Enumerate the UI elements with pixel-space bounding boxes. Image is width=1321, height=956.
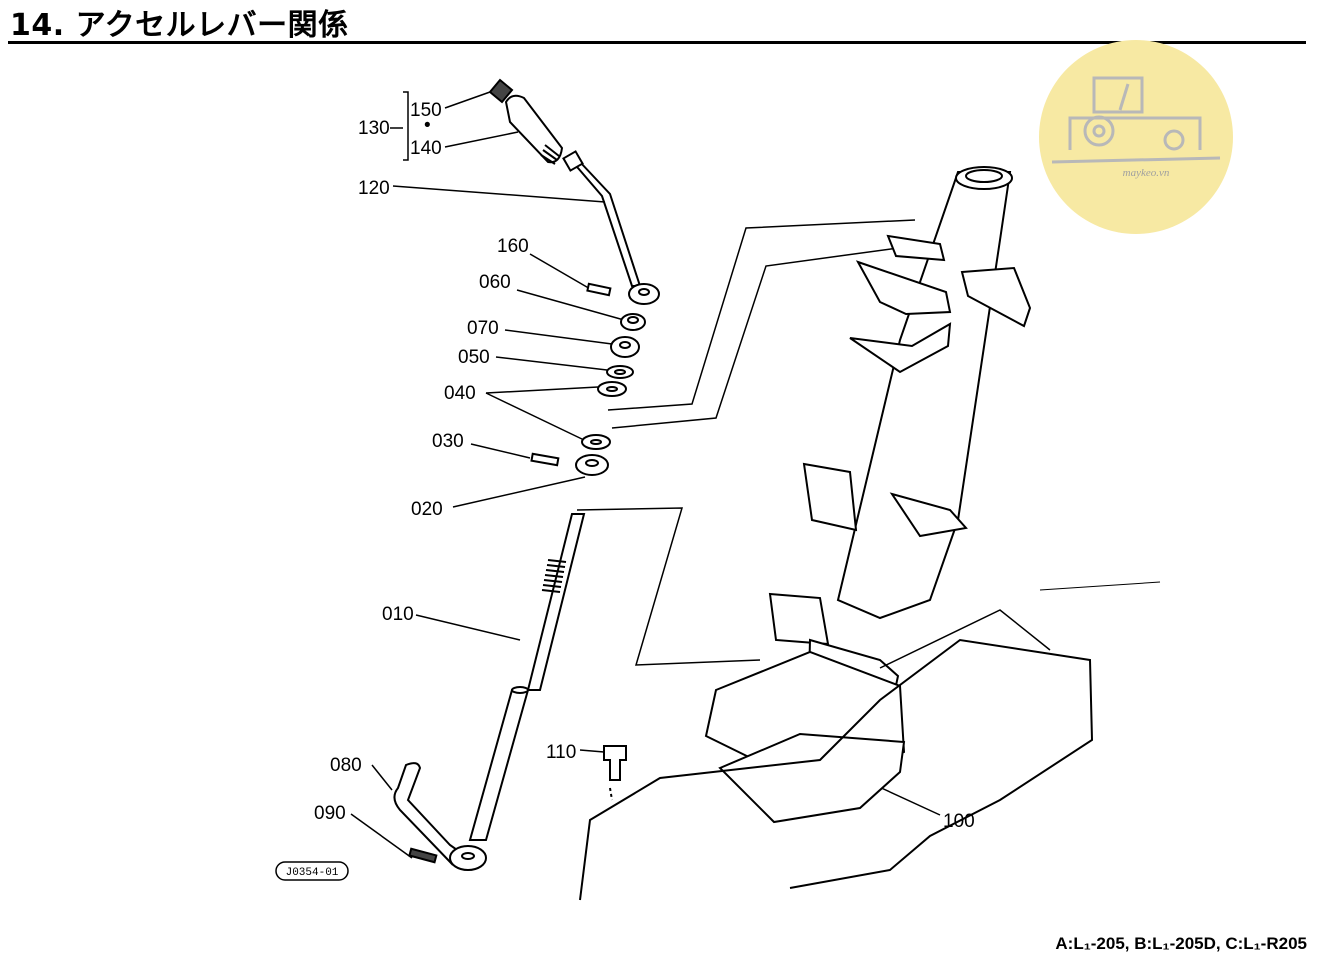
plate-upper: [855, 260, 952, 316]
callout-010: 010: [382, 604, 414, 625]
callout-130: 130: [358, 118, 390, 139]
figure-code-text: J0354-01: [286, 867, 339, 879]
bracket-lower: [768, 592, 830, 646]
title-underline: [8, 41, 1306, 44]
callout-060: 060: [479, 272, 511, 293]
page-title: 14. アクセルレバー関係: [10, 8, 349, 43]
transmission-case: [579, 638, 1094, 901]
part-callouts: 130 150 • 140 120 160 060 070 050 040 03…: [314, 100, 975, 832]
figure-code-badge: J0354-01: [275, 861, 349, 881]
exploded-boundary-upper: [607, 219, 921, 429]
bracket-upper: [886, 234, 946, 262]
column-tube: [836, 171, 1012, 620]
callout-150: 150: [410, 100, 442, 121]
pin-160: [586, 282, 612, 297]
bracket-mid: [802, 462, 858, 532]
bolt-110: [603, 745, 627, 781]
callout-050: 050: [458, 347, 490, 368]
callout-040: 040: [444, 383, 476, 404]
exploded-boundary-lower: [576, 507, 761, 666]
tractor-icon: [1051, 76, 1221, 164]
pedal-plate: [889, 492, 968, 538]
callout-separator: •: [424, 115, 431, 136]
callout-110: 110: [546, 742, 576, 763]
dotted-axis: [609, 787, 613, 801]
callout-100: 100: [943, 811, 975, 832]
shaft-010-lower: [468, 689, 530, 841]
callout-080: 080: [330, 755, 362, 776]
callout-030: 030: [432, 431, 464, 452]
pin-090: [408, 847, 438, 864]
steering-column-housing: [576, 166, 1161, 901]
knob-cap: [488, 78, 514, 104]
lever-rod: [567, 157, 642, 287]
arm-080: [393, 762, 462, 866]
callout-070: 070: [467, 318, 499, 339]
callout-140: 140: [410, 138, 442, 159]
gasket-100: [718, 732, 906, 824]
pin-030: [530, 452, 560, 467]
leader-lines: [350, 91, 941, 859]
shaft-010-upper: [526, 513, 586, 691]
callout-020: 020: [411, 499, 443, 520]
callout-160: 160: [497, 236, 529, 257]
callout-090: 090: [314, 803, 346, 824]
callout-120: 120: [358, 178, 390, 199]
model-applicability: A:L₁-205, B:L₁-205D, C:L₁-R205: [1055, 934, 1307, 953]
accel-lever-assembly: [393, 78, 660, 871]
watermark-text: maykeo.vn: [1123, 167, 1170, 179]
wing-plate: [849, 322, 952, 374]
watermark-logo: maykeo.vn: [1039, 40, 1233, 234]
tab-right: [960, 266, 1032, 328]
